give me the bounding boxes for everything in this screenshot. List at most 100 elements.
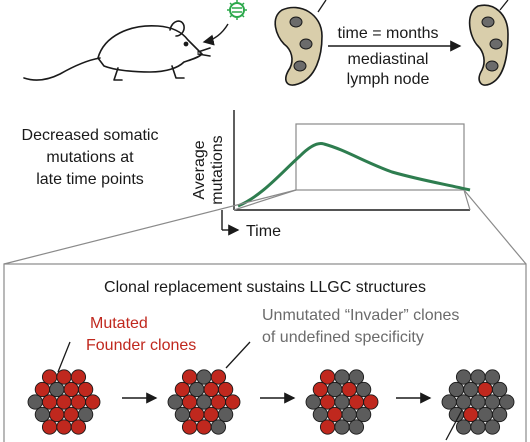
mutated-clone-cell xyxy=(217,381,234,398)
unmutated-clone-cell xyxy=(477,406,493,423)
mutated-clone-cell xyxy=(70,419,87,435)
lymph-node-left xyxy=(274,0,327,86)
mutated-clone-cell xyxy=(181,419,198,435)
final-pointer xyxy=(445,409,463,441)
mutated-clone-cell xyxy=(41,369,58,385)
founder-label-1: Mutated xyxy=(90,315,148,332)
zoom-box-connector-right xyxy=(463,189,471,211)
mutated-clone-cell xyxy=(70,369,87,385)
unmutated-clone-cell xyxy=(463,381,479,398)
zoom-box-connector-left xyxy=(233,189,297,211)
unmutated-clone-cell xyxy=(305,394,321,410)
mutated-clone-cell xyxy=(225,394,241,410)
equation-time-label: time = months xyxy=(338,25,439,42)
founder-pointer xyxy=(57,341,71,373)
mutated-clone-cell xyxy=(77,381,94,398)
unmutated-clone-cell xyxy=(334,394,350,410)
mutated-clone-cell xyxy=(319,419,336,435)
unmutated-clone-cell xyxy=(470,369,486,385)
zoom-box xyxy=(295,123,465,191)
unmutated-clone-cell xyxy=(77,406,94,423)
mutated-clone-cell xyxy=(56,394,72,410)
mutated-clone-cell xyxy=(463,406,479,423)
mutated-clone-cell xyxy=(34,381,51,398)
unmutated-clone-cell xyxy=(189,381,205,398)
unmutated-clone-cell xyxy=(441,394,457,410)
unmutated-clone-cell xyxy=(455,369,472,385)
mutated-clone-cell xyxy=(41,394,58,410)
mutation-curve xyxy=(237,142,471,208)
panel-connector-left xyxy=(3,189,297,265)
unmutated-clone-cell xyxy=(174,406,191,423)
mutated-clone-cell xyxy=(341,381,357,398)
mutated-clone-cell xyxy=(181,394,198,410)
unmutated-clone-cell xyxy=(49,381,65,398)
equation-location-label: mediastinal xyxy=(348,51,429,68)
decreased-mutations-line-2: mutations at xyxy=(46,149,134,166)
unmutated-clone-cell xyxy=(167,394,183,410)
mutated-clone-cell xyxy=(189,406,205,423)
mutated-clone-cell xyxy=(210,394,227,410)
virus-to-mouse-arrow xyxy=(202,23,229,46)
mutated-clone-cell xyxy=(210,369,227,385)
unmutated-clone-cell xyxy=(491,406,508,423)
unmutated-clone-cell xyxy=(455,394,472,410)
mutated-clone-cell xyxy=(348,394,365,410)
mutated-clone-cell xyxy=(181,369,198,385)
mutated-clone-cell xyxy=(203,381,219,398)
mouse-illustration xyxy=(23,20,211,81)
mutated-clone-cell xyxy=(319,369,336,385)
unmutated-clone-cell xyxy=(470,394,486,410)
equation-location-label-2: lymph node xyxy=(347,71,430,88)
invader-label-1: Unmutated “Invader” clones xyxy=(262,307,459,324)
unmutated-clone-cell xyxy=(334,419,350,435)
unmutated-clone-cell xyxy=(217,406,234,423)
unmutated-clone-cell xyxy=(196,369,212,385)
bottom-panel-frame xyxy=(3,263,527,442)
unmutated-clone-cell xyxy=(348,419,365,435)
unmutated-clone-cell xyxy=(355,406,372,423)
unmutated-clone-cell xyxy=(499,394,515,410)
bottom-panel-title: Clonal replacement sustains LLGC structu… xyxy=(104,279,426,296)
plot-y-label-1: Average xyxy=(191,140,208,199)
mutated-clone-cell xyxy=(174,381,191,398)
unmutated-clone-cell xyxy=(34,406,51,423)
founder-label-2: Founder clones xyxy=(86,337,196,354)
mutated-clone-cell xyxy=(49,406,65,423)
unmutated-clone-cell xyxy=(27,394,43,410)
unmutated-clone-cell xyxy=(455,419,472,435)
panel-connector-right xyxy=(463,189,527,265)
unmutated-clone-cell xyxy=(196,394,212,410)
mutated-clone-cell xyxy=(41,419,58,435)
unmutated-clone-cell xyxy=(470,419,486,435)
mutated-clone-cell xyxy=(70,394,87,410)
unmutated-clone-cell xyxy=(348,369,365,385)
unmutated-clone-cell xyxy=(341,406,357,423)
unmutated-clone-cell xyxy=(484,419,501,435)
mutated-clone-cell xyxy=(363,394,379,410)
decreased-mutations-line-3: late time points xyxy=(36,171,144,188)
mutated-clone-cell xyxy=(63,406,79,423)
mutated-clone-cell xyxy=(203,406,219,423)
virus-icon xyxy=(227,0,247,20)
unmutated-clone-cell xyxy=(210,419,227,435)
plot-y-label-2: mutations xyxy=(209,135,226,204)
mutated-clone-cell xyxy=(196,419,212,435)
clone-clusters xyxy=(27,369,515,435)
mutated-clone-cell xyxy=(56,419,72,435)
time-label: Time xyxy=(246,223,281,240)
mutated-clone-cell xyxy=(56,369,72,385)
unmutated-clone-cell xyxy=(448,381,465,398)
unmutated-clone-cell xyxy=(484,369,501,385)
decreased-mutations-line-1: Decreased somatic xyxy=(22,127,159,144)
unmutated-clone-cell xyxy=(327,381,343,398)
mutated-clone-cell xyxy=(63,381,79,398)
mutated-clone-cell xyxy=(327,406,343,423)
invader-label-2: of undefined specificity xyxy=(262,329,424,346)
mutated-clone-cell xyxy=(477,381,493,398)
unmutated-clone-cell xyxy=(491,381,508,398)
lymph-node-right xyxy=(468,0,509,86)
mutated-clone-cell xyxy=(312,381,329,398)
unmutated-clone-cell xyxy=(484,394,501,410)
